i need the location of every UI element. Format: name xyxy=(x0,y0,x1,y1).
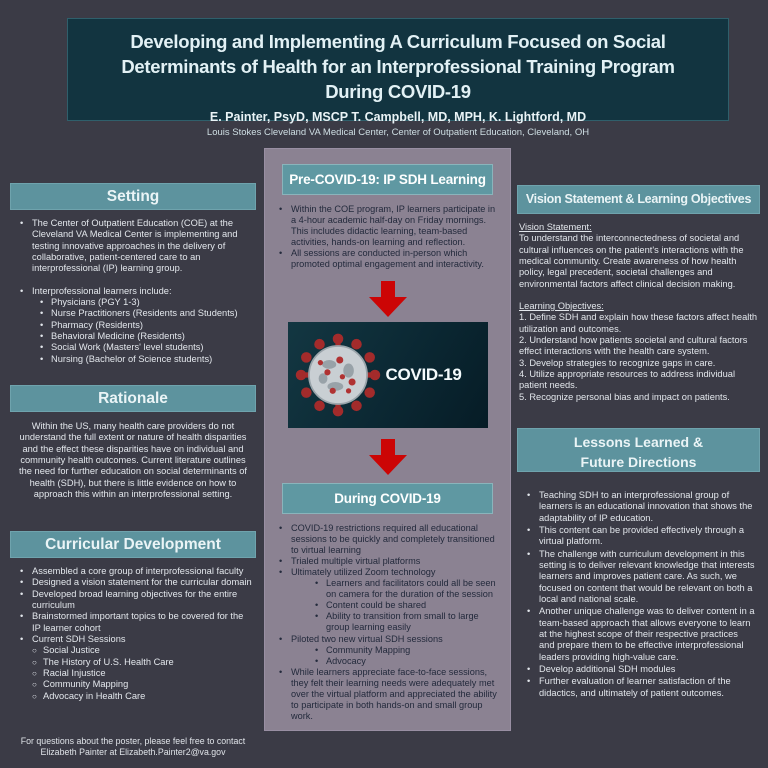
list-item: Advocacy xyxy=(315,656,502,667)
vision-statement-text: To understand the interconnectedness of … xyxy=(519,233,744,289)
vision-statement-label: Vision Statement: xyxy=(519,222,592,232)
covid-image: COVID-19 xyxy=(287,322,488,429)
objective-item: 1. Define SDH and explain how these fact… xyxy=(519,312,758,334)
list-item: Behavioral Medicine (Residents) xyxy=(40,331,256,343)
list-item: Learners and facilitators could all be s… xyxy=(315,578,502,600)
list-item: The Center of Outpatient Education (COE)… xyxy=(20,218,252,275)
zoom-feature-list: Learners and facilitators could all be s… xyxy=(271,578,502,633)
list-item: Assembled a core group of interprofessio… xyxy=(20,566,252,578)
list-item: All sessions are conducted in-person whi… xyxy=(279,248,498,270)
list-item: Another unique challenge was to deliver … xyxy=(527,606,756,663)
list-item: Designed a vision statement for the curr… xyxy=(20,577,252,589)
down-arrow-icon xyxy=(265,439,510,476)
down-arrow-icon xyxy=(265,281,510,318)
list-item: Teaching SDH to an interprofessional gro… xyxy=(527,490,756,524)
poster-authors: E. Painter, PsyD, MSCP T. Campbell, MD, … xyxy=(209,109,587,124)
list-item: Developed broad learning objectives for … xyxy=(20,589,252,612)
contact-email: Elizabeth Painter at Elizabeth.Painter2@… xyxy=(40,747,226,758)
list-item: Content could be shared xyxy=(315,600,502,611)
list-item: Nursing (Bachelor of Science students) xyxy=(40,354,256,366)
vision-objectives-section: Vision Statement: To understand the inte… xyxy=(517,222,760,403)
objective-item: 2. Understand how patients societal and … xyxy=(519,334,748,357)
list-item: Ultimately utilized Zoom technology xyxy=(279,567,498,578)
list-item: Racial Injustice xyxy=(32,668,256,679)
learner-list: Physicians (PGY 1-3) Nurse Practitioners… xyxy=(10,297,256,365)
coronavirus-icon xyxy=(294,331,382,419)
list-item: COVID-19 restrictions required all educa… xyxy=(279,523,498,556)
list-item: This content can be provided effectively… xyxy=(527,525,756,548)
during-covid-section: COVID-19 restrictions required all educa… xyxy=(271,523,502,722)
lessons-learned-section: Teaching SDH to an interprofessional gro… xyxy=(517,490,760,700)
list-item: Community Mapping xyxy=(315,645,502,656)
setting-section: The Center of Outpatient Education (COE)… xyxy=(10,218,256,365)
objective-item: 5. Recognize personal bias and impact on… xyxy=(519,391,730,402)
sdh-session-list: Social Justice The History of U.S. Healt… xyxy=(10,645,256,702)
vision-objectives-header: Vision Statement & Learning Objectives xyxy=(517,185,760,214)
list-item: Interprofessional learners include: xyxy=(20,286,252,298)
objective-item: 3. Develop strategies to recognize gaps … xyxy=(519,357,716,368)
list-item: Nurse Practitioners (Residents and Stude… xyxy=(40,308,256,320)
setting-header: Setting xyxy=(10,183,256,210)
list-item: Community Mapping xyxy=(32,679,256,690)
contact-note: For questions about the poster, please f… xyxy=(10,736,256,759)
pilot-session-list: Community Mapping Advocacy xyxy=(271,645,502,667)
lessons-learned-header: Lessons Learned & Future Directions xyxy=(517,428,760,472)
poster-affiliation: Louis Stokes Cleveland VA Medical Center… xyxy=(206,126,590,138)
during-covid-header: During COVID-19 xyxy=(282,483,493,515)
lessons-learned-header-line2: Future Directions xyxy=(580,454,697,471)
rationale-text: Within the US, many health care provider… xyxy=(19,421,247,499)
list-item: Social Work (Masters' level students) xyxy=(40,342,256,354)
list-item: Physicians (PGY 1-3) xyxy=(40,297,256,309)
poster-title-box: Developing and Implementing A Curriculum… xyxy=(67,18,729,138)
list-item: Ability to transition from small to larg… xyxy=(315,611,502,633)
list-item: Develop additional SDH modules xyxy=(527,664,756,676)
objective-item: 4. Utilize appropriate resources to addr… xyxy=(519,368,736,391)
pre-covid-section: Within the COE program, IP learners part… xyxy=(271,204,502,270)
poster-title: Developing and Implementing A Curriculum… xyxy=(121,31,675,102)
list-item: Trialed multiple virtual platforms xyxy=(279,556,498,567)
list-item: Within the COE program, IP learners part… xyxy=(279,204,498,248)
list-item: The History of U.S. Health Care xyxy=(32,657,256,668)
timeline-panel: Pre-COVID-19: IP SDH Learning Within the… xyxy=(264,148,511,731)
learning-objectives-label: Learning Objectives: xyxy=(519,300,604,311)
contact-line: For questions about the poster, please f… xyxy=(20,736,246,746)
list-item: Pharmacy (Residents) xyxy=(40,320,256,332)
lessons-learned-header-line1: Lessons Learned & xyxy=(573,434,704,450)
curricular-development-section: Assembled a core group of interprofessio… xyxy=(10,566,256,702)
pre-covid-header: Pre-COVID-19: IP SDH Learning xyxy=(282,164,493,195)
list-item: Brainstormed important topics to be cove… xyxy=(20,611,252,634)
rationale-header: Rationale xyxy=(10,385,256,412)
list-item: Further evaluation of learner satisfacti… xyxy=(527,676,756,699)
list-item: Advocacy in Health Care xyxy=(32,691,256,702)
covid-banner-label: COVID-19 xyxy=(385,365,462,385)
list-item: Piloted two new virtual SDH sessions xyxy=(279,634,498,645)
list-item: The challenge with curriculum developmen… xyxy=(527,549,756,606)
list-item: Social Justice xyxy=(32,645,256,656)
curricular-development-header: Curricular Development xyxy=(10,531,256,558)
list-item: While learners appreciate face-to-face s… xyxy=(279,667,498,722)
list-item: Current SDH Sessions xyxy=(20,634,252,646)
